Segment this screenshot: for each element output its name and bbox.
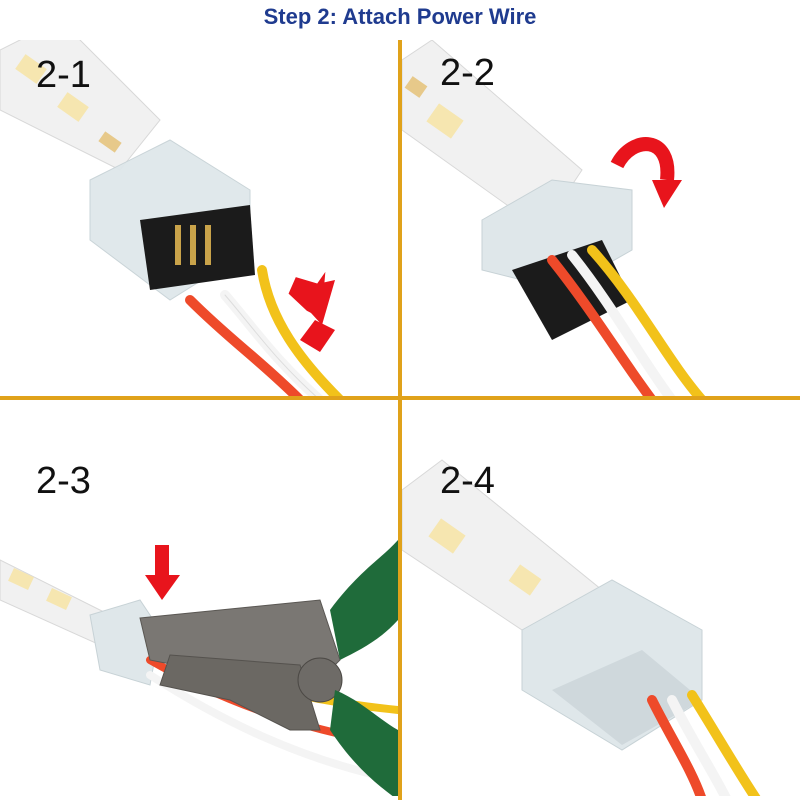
step-panel-2-3: 2-3 (0, 400, 398, 796)
led-strip (0, 559, 111, 646)
pliers (139, 540, 398, 796)
panel-divider-horizontal (0, 396, 800, 400)
arrow-down-icon (145, 545, 180, 600)
page-title: Step 2: Attach Power Wire (263, 4, 537, 29)
step-label: 2-2 (440, 52, 495, 94)
pliers-illustration (0, 540, 398, 796)
led-strip (0, 40, 161, 171)
rotate-arrow-icon (610, 137, 682, 208)
panel-divider-vertical (398, 40, 402, 800)
step-label: 2-3 (36, 460, 91, 502)
wires (647, 690, 761, 796)
step-label: 2-4 (440, 460, 495, 502)
connector (89, 139, 255, 301)
step-label: 2-1 (36, 54, 91, 96)
step-panel-2-4: 2-4 (402, 400, 800, 796)
step-panel-2-2: 2-2 (402, 40, 800, 436)
wires (547, 245, 706, 396)
arrow-up-right-icon (288, 271, 335, 352)
step-panel-2-1: 2-1 (0, 40, 398, 436)
connector-open-illustration (0, 40, 344, 396)
connector-closing-illustration (402, 40, 706, 396)
wires (185, 265, 344, 396)
connector-closed-illustration (402, 459, 761, 796)
